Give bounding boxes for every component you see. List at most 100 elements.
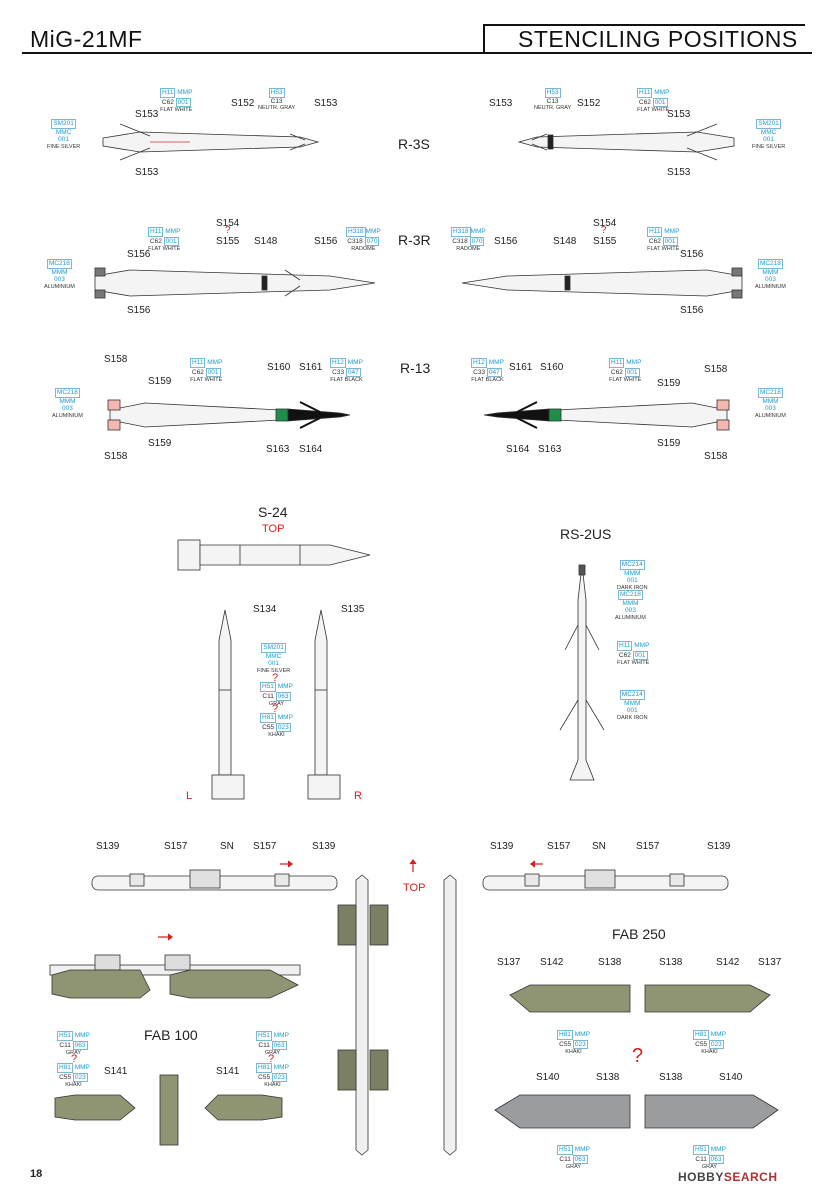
paint-chip-sm201: SM201 MMC 001 FINE SILVER: [752, 119, 786, 150]
stencil-label: S139: [312, 841, 336, 852]
stencil-label: S142: [540, 957, 564, 968]
logo-end: SEARCH: [723, 1170, 778, 1184]
document-subtitle: STENCILING POSITIONS: [518, 26, 798, 52]
stencil-label: S158: [104, 354, 128, 365]
fab250-bombs-khaki: [509, 984, 771, 1013]
stencil-label: S156: [680, 249, 704, 260]
paint-chip-h11: H11 MMP C62 001 FLAT WHITE: [609, 358, 642, 383]
stencil-label: S158: [704, 451, 728, 462]
section-fab250: FAB 250: [612, 926, 666, 942]
fab250-bombs-grey: [494, 1094, 779, 1129]
stencil-label: S163: [538, 444, 562, 455]
stencil-label: S148: [553, 236, 577, 247]
paint-chip-h81: H81 MMP C55 023 KHAKI: [260, 713, 293, 738]
paint-chip-mc218: MC218 MMM 003 ALUMINIUM: [755, 388, 786, 419]
r3r-missile-right: [461, 267, 743, 299]
stencil-label: S157: [636, 841, 660, 852]
stencil-label: S154: [593, 218, 617, 229]
stencil-label: S138: [659, 1072, 683, 1083]
stencil-label: S140: [719, 1072, 743, 1083]
stencil-label: S163: [266, 444, 290, 455]
fab100-bombs-horizontal: [49, 954, 301, 999]
fab100-question-right: ?: [268, 1053, 275, 1065]
stencil-label: S158: [104, 451, 128, 462]
stencil-label: S139: [96, 841, 120, 852]
paint-chip-h51: H51 MMP C11 063 GRAY: [693, 1145, 726, 1170]
stencil-label: S148: [254, 236, 278, 247]
stencil-label: S156: [127, 305, 151, 316]
stencil-label: S134: [253, 604, 277, 615]
logo-main: HOBBY: [678, 1170, 724, 1184]
stencil-label: S153: [314, 98, 338, 109]
stencil-label: S153: [667, 167, 691, 178]
paint-chip-h12: H12 MMP C33 047 FLAT BLACK: [471, 358, 504, 383]
fab-bombs-vertical-right: [443, 874, 457, 1156]
pylon-right: [482, 869, 729, 891]
stencil-label: S164: [506, 444, 530, 455]
paint-chip-h81: H81 MMP C55 023 KHAKI: [693, 1030, 726, 1055]
r3r-question-right: ?: [601, 225, 607, 236]
stencil-label: S161: [299, 362, 323, 373]
stencil-label: S137: [497, 957, 521, 968]
r3r-missile-left: [94, 267, 376, 299]
stencil-label: S156: [494, 236, 518, 247]
s24-question-1: ?: [272, 672, 279, 684]
page-number: 18: [30, 1168, 43, 1180]
r3r-question-left: ?: [225, 225, 231, 236]
paint-chip-h51: H51 MMP C11 063 GRAY: [256, 1031, 289, 1056]
stencil-label: S155: [593, 236, 617, 247]
r3s-missile-right: [517, 123, 735, 161]
s24-rocket-vertical-left: [211, 609, 245, 800]
paint-chip-h81: H81 MMP C55 023 KHAKI: [557, 1030, 590, 1055]
paint-chip-h11: H11 MMP C62 001 FLAT WHITE: [190, 358, 223, 383]
paint-chip-h81: H81 MMP C55 023 KHAKI: [256, 1063, 289, 1088]
paint-chip-mc218: MC218 MMM 003 ALUMINIUM: [44, 259, 75, 290]
header-rule-vertical: [483, 24, 485, 54]
s24-right-label: R: [354, 790, 362, 802]
fab-top-label: TOP: [403, 882, 426, 894]
stencil-label: S140: [536, 1072, 560, 1083]
stencil-label: S141: [216, 1066, 240, 1077]
s24-rocket-vertical-right: [307, 609, 341, 800]
stencil-label: S160: [540, 362, 564, 373]
fab-bombs-vertical-left: [337, 874, 389, 1156]
s24-rocket-horizontal: [177, 539, 371, 571]
paint-chip-mc218: MC218 MMM 003 ALUMINIUM: [615, 590, 646, 621]
s24-left-label: L: [186, 790, 193, 802]
paint-chip-h11: H11 MMP C62 001 FLAT WHITE: [148, 227, 181, 252]
section-s24: S-24: [258, 504, 288, 520]
stencil-label: S138: [598, 957, 622, 968]
stencil-label: S138: [596, 1072, 620, 1083]
stencil-label: S139: [707, 841, 731, 852]
pylon-left: [91, 869, 338, 891]
paint-chip-h12: H12 MMP C33 047 FLAT BLACK: [330, 358, 363, 383]
stencil-label: S161: [509, 362, 533, 373]
stencil-label: S164: [299, 444, 323, 455]
stencil-label: S142: [716, 957, 740, 968]
rs2us-missile: [559, 564, 605, 781]
stencil-label: S153: [135, 109, 159, 120]
paint-chip-h11: H11 MMP C62 001 FLAT WHITE: [160, 88, 193, 113]
direction-arrows: [158, 859, 543, 941]
paint-chip-h81: H81 MMP C55 023 KHAKI: [57, 1063, 90, 1088]
paint-chip-mc214: MC214 MMM 001 DARK IRON: [617, 560, 648, 591]
r13-missile-right: [483, 399, 730, 431]
paint-chip-h51: H51 MMP C11 063 GRAY: [260, 682, 293, 707]
stencil-label: S154: [216, 218, 240, 229]
section-rs2us: RS-2US: [560, 526, 612, 542]
stencil-label: S137: [758, 957, 782, 968]
paint-chip-h53: H53 C13 NEUTR. GRAY: [534, 88, 572, 111]
stencil-label: S156: [127, 249, 151, 260]
s24-top-label: TOP: [262, 523, 285, 535]
stencil-label: S159: [148, 376, 172, 387]
paint-chip-h53: H53 C13 NEUTR. GRAY: [258, 88, 296, 111]
stencil-label: S155: [216, 236, 240, 247]
r3s-missile-left: [102, 123, 320, 161]
document-title: MiG-21MF: [30, 26, 143, 52]
section-fab100: FAB 100: [144, 1027, 198, 1043]
stencil-label: S160: [267, 362, 291, 373]
fab250-question: ?: [632, 1045, 644, 1067]
stencil-label: S156: [680, 305, 704, 316]
